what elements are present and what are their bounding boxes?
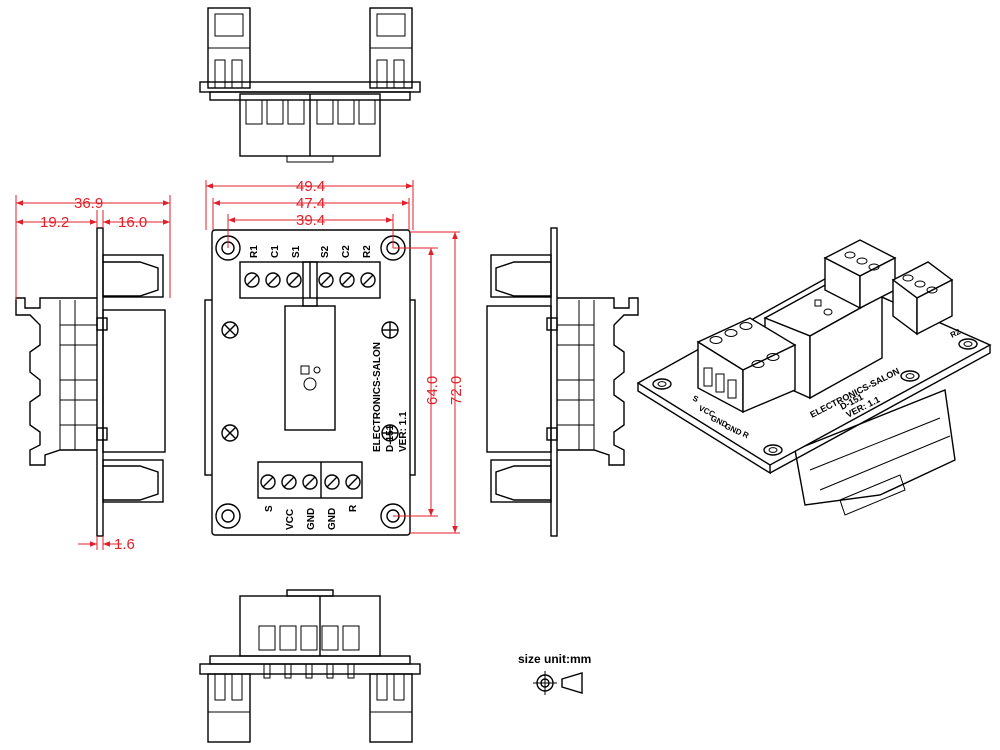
terminal-screw-slot (246, 274, 258, 286)
pin-label-r: R (348, 504, 359, 512)
dimension-depth-front: 19.2 (16, 210, 98, 231)
screw-icon-4 (381, 424, 399, 442)
svg-text:47.4: 47.4 (296, 195, 325, 212)
dimension-height-holes: 64.0 (393, 247, 441, 517)
bottom-view (199, 589, 421, 743)
terminal-screw-slot (347, 476, 359, 488)
svg-text:19.2: 19.2 (40, 214, 69, 231)
iso-pin-label-r2: R2 (949, 327, 963, 340)
pin-label-s: S (264, 505, 275, 512)
svg-text:49.4: 49.4 (296, 178, 325, 195)
svg-text:16.0: 16.0 (118, 214, 147, 231)
svg-text:39.4: 39.4 (296, 212, 325, 229)
pin-label-r1: R1 (249, 245, 260, 258)
iso-pin-label-s: S (691, 394, 700, 405)
bottom-view-pins (263, 663, 355, 679)
pin-label-gnd-2: GND (327, 508, 338, 530)
board-brand: ELECTRONICS-SALON (372, 342, 383, 452)
terminal-screw-icon (244, 272, 260, 288)
pin-label-gnd-1: GND (306, 508, 317, 530)
relay (284, 261, 336, 431)
dimension-depth-total: 36.9 (15, 195, 171, 300)
iso-terminal-block-left (696, 317, 797, 414)
terminal-screw-icon (281, 474, 297, 490)
pin-label-s1: S1 (291, 245, 302, 258)
terminal-screw-slot (262, 476, 274, 488)
iso-mounting-holes (652, 338, 978, 456)
bottom-view-din-clip-right (369, 673, 413, 743)
pin-label-s2: S2 (320, 245, 331, 258)
terminal-screw-icon (318, 272, 334, 288)
board-version: VER: 1.1 (398, 411, 409, 452)
right-side-view (486, 227, 639, 537)
front-view: R1 C1 S1 S2 C2 R2 ELECTRONICS-SALON D-15… (204, 229, 416, 536)
terminal-screw-icon (324, 474, 340, 490)
left-side-view (15, 227, 166, 537)
top-view-din-clip-left (207, 7, 251, 89)
bottom-terminal-block (257, 461, 363, 499)
dimension-width-total: 49.4 (205, 178, 414, 230)
isometric-view: S VCC GND GND R ELECTRONICS-SALON D-151 … (636, 239, 992, 516)
top-view-terminal-block (239, 93, 381, 163)
terminal-screw-slot (341, 274, 353, 286)
terminal-screw-icon (345, 474, 361, 490)
top-view-din-clip-right (369, 7, 413, 89)
terminal-screw-slot (283, 476, 295, 488)
terminal-screw-icon (265, 272, 281, 288)
terminal-screw-slot (320, 274, 332, 286)
svg-text:36.9: 36.9 (74, 195, 103, 212)
pin-label-c2: C2 (341, 245, 352, 258)
bottom-view-terminal-block (239, 589, 381, 657)
pin-label-c1: C1 (270, 245, 281, 258)
svg-text:72.0: 72.0 (448, 376, 465, 405)
iso-pin-label-r: R (741, 430, 750, 441)
terminal-screw-slot (267, 274, 279, 286)
screw-icon-1 (221, 321, 239, 339)
iso-din-rail (794, 389, 956, 516)
dimension-board-thickness: 1.6 (78, 536, 135, 553)
terminal-screw-slot (326, 476, 338, 488)
terminal-screw-icon (302, 474, 318, 490)
dimension-hole-spacing: 39.4 (227, 212, 394, 248)
screw-icon-3 (221, 424, 239, 442)
terminal-screw-icon (260, 474, 276, 490)
terminal-screw-icon (360, 272, 376, 288)
terminal-screw-slot (288, 274, 300, 286)
svg-text:64.0: 64.0 (424, 376, 441, 405)
mounting-hole-bottom-left (215, 503, 241, 529)
dimension-height-total: 72.0 (410, 231, 465, 534)
terminal-screw-slot (304, 476, 316, 488)
terminal-screw-icon (286, 272, 302, 288)
top-view (199, 7, 421, 163)
terminal-screw-slot (362, 274, 374, 286)
svg-text:1.6: 1.6 (114, 536, 135, 553)
dimension-depth-rear: 16.0 (102, 210, 170, 231)
bottom-view-din-clip-left (207, 673, 251, 743)
pin-label-r2: R2 (362, 245, 373, 258)
screw-icon-2 (381, 321, 399, 339)
pcb-outline (211, 229, 411, 536)
iso-terminal-block-right (823, 239, 954, 336)
dimension-width-mid: 47.4 (212, 195, 410, 230)
unit-label: size unit:mm (518, 652, 591, 666)
pin-label-vcc: VCC (285, 509, 296, 530)
board-model: D-151 (385, 424, 396, 452)
terminal-screw-icon (339, 272, 355, 288)
third-angle-projection-icon (533, 671, 583, 695)
